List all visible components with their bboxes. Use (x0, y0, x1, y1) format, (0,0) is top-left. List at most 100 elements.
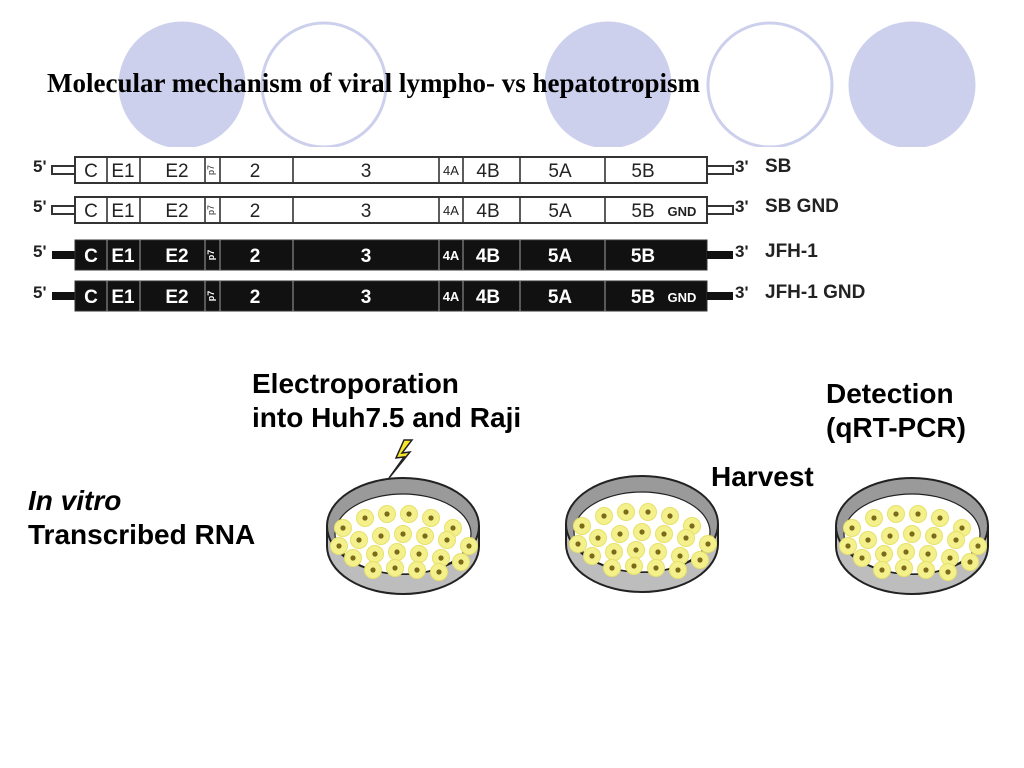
segment-label: 5B (631, 287, 655, 308)
segment-label: E1 (111, 201, 134, 222)
utr-3-tail (707, 251, 733, 259)
utr-3-tail (707, 292, 733, 300)
cell-nucleus (623, 509, 629, 515)
petri-dish-icon (326, 477, 480, 595)
segment-label: 4A (443, 289, 460, 304)
lightning-bolt-icon (388, 439, 414, 479)
cell-nucleus (340, 525, 346, 531)
cell-nucleus (392, 565, 398, 571)
polyprotein-body (74, 196, 708, 224)
detection-label-line2: (qRT-PCR) (826, 411, 966, 443)
electroporation-label-line2: into Huh7.5 and Raji (252, 401, 522, 433)
segment-label: 2 (250, 246, 261, 267)
electroporation-label: Electroporation into Huh7.5 and Raji (252, 367, 521, 434)
segment-label: 2 (250, 287, 261, 308)
segment-label: E2 (165, 201, 188, 222)
cell-nucleus (579, 523, 585, 529)
cell-nucleus (677, 553, 683, 559)
cell-nucleus (959, 525, 965, 531)
cell-nucleus (406, 511, 412, 517)
cell-nucleus (871, 515, 877, 521)
three-prime-label: 3' (735, 283, 749, 302)
cell-nucleus (595, 535, 601, 541)
rna-label: In vitro Transcribed RNA (28, 484, 255, 551)
segment-label: 4A (443, 203, 459, 218)
gnd-mutation-label: GND (668, 204, 697, 219)
cell-nucleus (879, 567, 885, 573)
segment-label: E1 (111, 161, 134, 182)
cell-nucleus (887, 533, 893, 539)
construct-name: JFH-1 (765, 241, 818, 262)
cell-nucleus (617, 531, 623, 537)
segment-label: 2 (250, 161, 261, 182)
utr-3-tail (706, 165, 734, 175)
five-prime-label: 5' (33, 157, 47, 176)
cell-nucleus (450, 525, 456, 531)
segment-label: C (84, 161, 98, 182)
cell-nucleus (859, 555, 865, 561)
segment-label: C (84, 287, 98, 308)
cell-nucleus (953, 537, 959, 543)
segment-label: 4B (476, 287, 500, 308)
segment-label: 3 (361, 161, 372, 182)
cell-nucleus (945, 569, 951, 575)
cell-nucleus (675, 567, 681, 573)
five-prime-label: 5' (33, 242, 47, 261)
cell-nucleus (639, 529, 645, 535)
three-prime-label: 3' (735, 197, 749, 216)
cell-nucleus (633, 547, 639, 553)
cell-nucleus (967, 559, 973, 565)
segment-label: 4A (443, 248, 460, 263)
cell-nucleus (845, 543, 851, 549)
gnd-mutation-label: GND (668, 290, 697, 305)
segment-label: C (84, 246, 98, 267)
segment-label: 3 (361, 201, 372, 222)
utr-5-tail (52, 292, 76, 300)
cell-nucleus (923, 567, 929, 573)
utr-5-tail (52, 251, 76, 259)
construct-name: JFH-1 GND (765, 282, 865, 303)
cell-nucleus (394, 549, 400, 555)
segment-label: E2 (165, 161, 188, 182)
rna-label-line2: Transcribed RNA (28, 518, 256, 550)
cell-nucleus (683, 535, 689, 541)
segment-label: 4B (476, 246, 500, 267)
cell-nucleus (378, 533, 384, 539)
cell-nucleus (705, 541, 711, 547)
slide-title: Molecular mechanism of viral lympho- vs … (47, 68, 700, 98)
utr-3-tail (706, 205, 734, 215)
cell-nucleus (601, 513, 607, 519)
cell-nucleus (631, 563, 637, 569)
cell-nucleus (589, 553, 595, 559)
three-prime-label: 3' (735, 242, 749, 261)
segment-label: 5A (548, 161, 572, 182)
cell-nucleus (356, 537, 362, 543)
segment-label: 4B (476, 161, 499, 182)
segment-label: p7 (206, 291, 216, 302)
segment-label: 5A (548, 201, 572, 222)
segment-label: E2 (165, 246, 188, 267)
segment-label: 5B (631, 246, 655, 267)
petri-dish-icon (565, 475, 719, 593)
cell-nucleus (903, 549, 909, 555)
background-circles (0, 21, 1024, 160)
segment-label: 2 (250, 201, 261, 222)
cell-nucleus (931, 533, 937, 539)
cell-nucleus (937, 515, 943, 521)
cell-nucleus (865, 537, 871, 543)
segment-label: C (84, 201, 98, 222)
construct-name: SB GND (765, 196, 839, 217)
rna-label-line1: In vitro (28, 485, 122, 516)
cell-nucleus (372, 551, 378, 557)
cell-nucleus (336, 543, 342, 549)
cell-nucleus (384, 511, 390, 517)
segment-label: E1 (111, 246, 135, 267)
segment-label: 5B (631, 201, 654, 222)
cell-nucleus (400, 531, 406, 537)
cell-nucleus (925, 551, 931, 557)
cell-nucleus (645, 509, 651, 515)
cell-nucleus (975, 543, 981, 549)
